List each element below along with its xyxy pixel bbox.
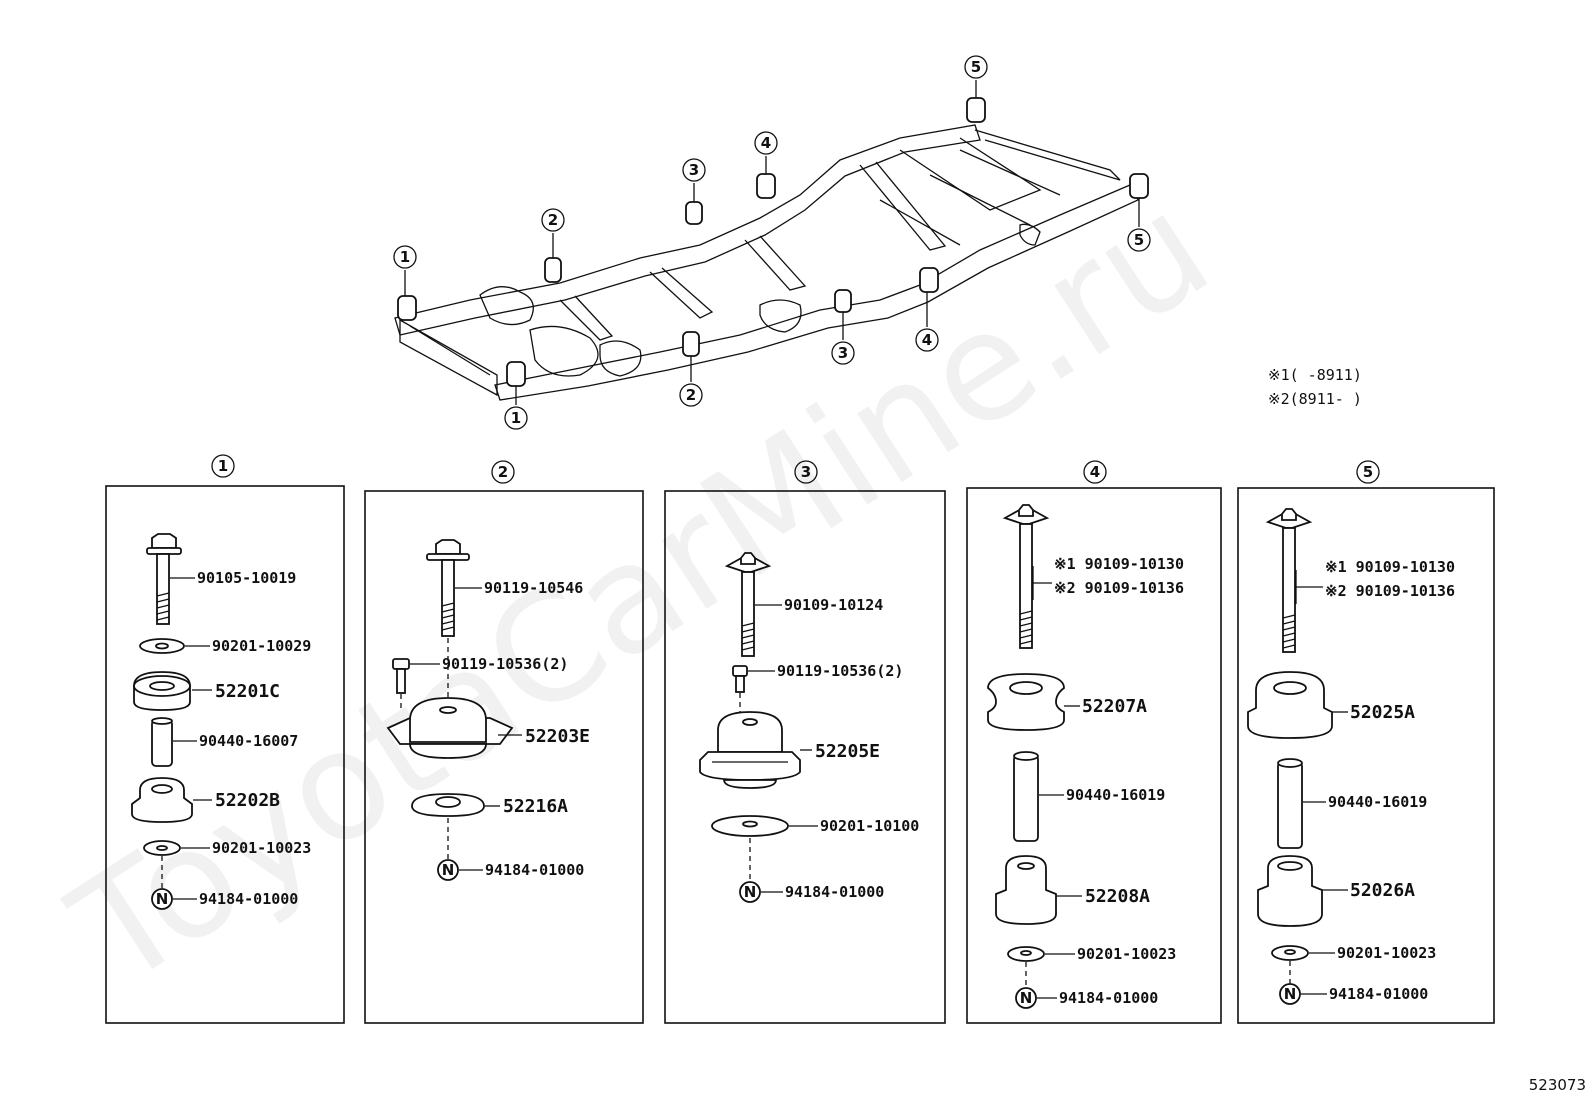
nut-mark: N <box>1284 985 1297 1003</box>
frame-callout-3b: 3 <box>838 344 848 362</box>
part-90109-10130: ※1 90109-10130 <box>1054 555 1184 573</box>
panel-2-number: 2 <box>498 463 508 481</box>
part-52026A: 52026A <box>1350 880 1415 901</box>
part-90119-10536-2: 90119-10536(2) <box>442 655 568 673</box>
part-90440-16019: 90440-16019 <box>1066 786 1165 804</box>
frame-illustration <box>394 80 1149 405</box>
panel-3-number: 3 <box>801 463 811 481</box>
part-90201-10023: 90201-10023 <box>212 839 311 857</box>
part-52025A: 52025A <box>1350 702 1415 723</box>
part-90440-16019: 90440-16019 <box>1328 793 1427 811</box>
part-52201C: 52201C <box>215 681 280 702</box>
doc-number: 523073 <box>1529 1076 1586 1094</box>
part-90109-10136: ※2 90109-10136 <box>1325 582 1455 600</box>
panel-3: 3 90109-10124 90119-10536(2) 52205E 9020… <box>664 460 946 1024</box>
part-52203E: 52203E <box>525 726 590 747</box>
nut-mark: N <box>744 883 757 901</box>
part-52208A: 52208A <box>1085 886 1150 907</box>
part-52202B: 52202B <box>215 790 280 811</box>
frame-callout-5: 5 <box>971 58 981 76</box>
frame-callout-2b: 2 <box>686 386 696 404</box>
nut-mark: N <box>1020 989 1033 1007</box>
panel-5-number: 5 <box>1363 463 1373 481</box>
frame-callout-4: 4 <box>761 134 771 152</box>
nut-mark: N <box>156 890 169 908</box>
nut-mark: N <box>442 861 455 879</box>
part-94184-01000: 94184-01000 <box>485 861 584 879</box>
part-90119-10546: 90119-10546 <box>484 579 583 597</box>
part-94184-01000: 94184-01000 <box>1329 985 1428 1003</box>
part-94184-01000: 94184-01000 <box>1059 989 1158 1007</box>
panel-1-number: 1 <box>218 457 228 475</box>
part-94184-01000: 94184-01000 <box>199 890 298 908</box>
frame-callouts: 1 1 2 2 3 3 4 4 5 5 <box>393 55 1151 430</box>
note-2: ※2(8911- ) <box>1268 390 1362 408</box>
frame-callout-2: 2 <box>548 211 558 229</box>
part-94184-01000: 94184-01000 <box>785 883 884 901</box>
part-52205E: 52205E <box>815 741 880 762</box>
part-90201-10023: 90201-10023 <box>1077 945 1176 963</box>
panel-4-number: 4 <box>1090 463 1100 481</box>
part-90440-16007: 90440-16007 <box>199 732 298 750</box>
panel-2: 2 90119-10546 90119-10536(2) 52203E 5221… <box>364 460 644 1024</box>
part-52216A: 52216A <box>503 796 568 817</box>
panel-4: 4 ※1 90109-10130 ※2 90109-10136 52207A 9… <box>966 460 1222 1024</box>
frame-callout-1: 1 <box>400 248 410 266</box>
panel-5: 5 ※1 90109-10130 ※2 90109-10136 52025A 9… <box>1237 460 1495 1024</box>
frame-callout-3: 3 <box>689 161 699 179</box>
part-90201-10029: 90201-10029 <box>212 637 311 655</box>
part-90109-10136: ※2 90109-10136 <box>1054 579 1184 597</box>
part-90201-10023: 90201-10023 <box>1337 944 1436 962</box>
panel-1: 1 90105-10019 90201-10029 52201C 90440-1… <box>105 454 345 1024</box>
frame-callout-5b: 5 <box>1134 231 1144 249</box>
part-90109-10130: ※1 90109-10130 <box>1325 558 1455 576</box>
frame-callout-4b: 4 <box>922 331 932 349</box>
part-90119-10536-2: 90119-10536(2) <box>777 662 903 680</box>
part-90109-10124: 90109-10124 <box>784 596 883 614</box>
frame-callout-1b: 1 <box>511 409 521 427</box>
note-1: ※1( -8911) <box>1268 366 1362 384</box>
part-90201-10100: 90201-10100 <box>820 817 919 835</box>
part-90105-10019: 90105-10019 <box>197 569 296 587</box>
part-52207A: 52207A <box>1082 696 1147 717</box>
